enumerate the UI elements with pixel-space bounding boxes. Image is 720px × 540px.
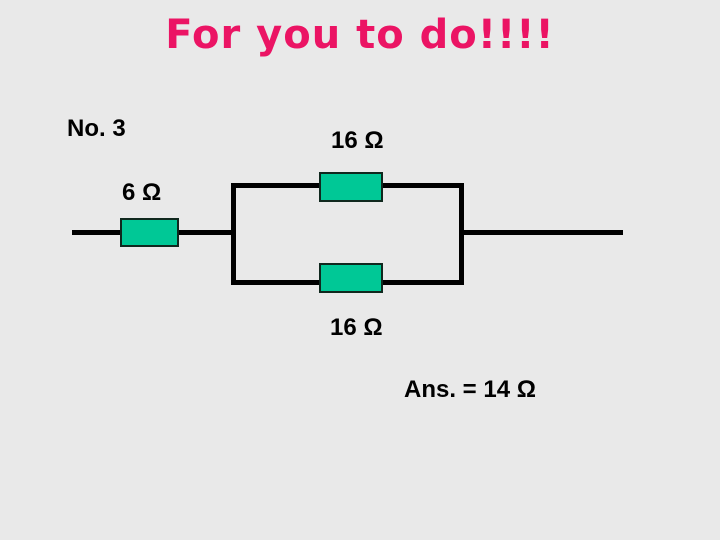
parallel-top-resistor-label: 16 Ω [331, 127, 384, 154]
wire-junction-left [231, 183, 236, 285]
parallel-resistor-top [319, 172, 383, 202]
parallel-bottom-resistor-label: 16 Ω [330, 314, 383, 341]
slide-title: For you to do!!!! [165, 12, 555, 58]
parallel-resistor-bottom [319, 263, 383, 293]
series-resistor [120, 218, 179, 247]
series-resistor-label: 6 Ω [122, 179, 162, 206]
answer-text: Ans. = 14 Ω [404, 376, 536, 403]
wire-output [460, 230, 623, 235]
problem-number-label: No. 3 [67, 115, 126, 142]
